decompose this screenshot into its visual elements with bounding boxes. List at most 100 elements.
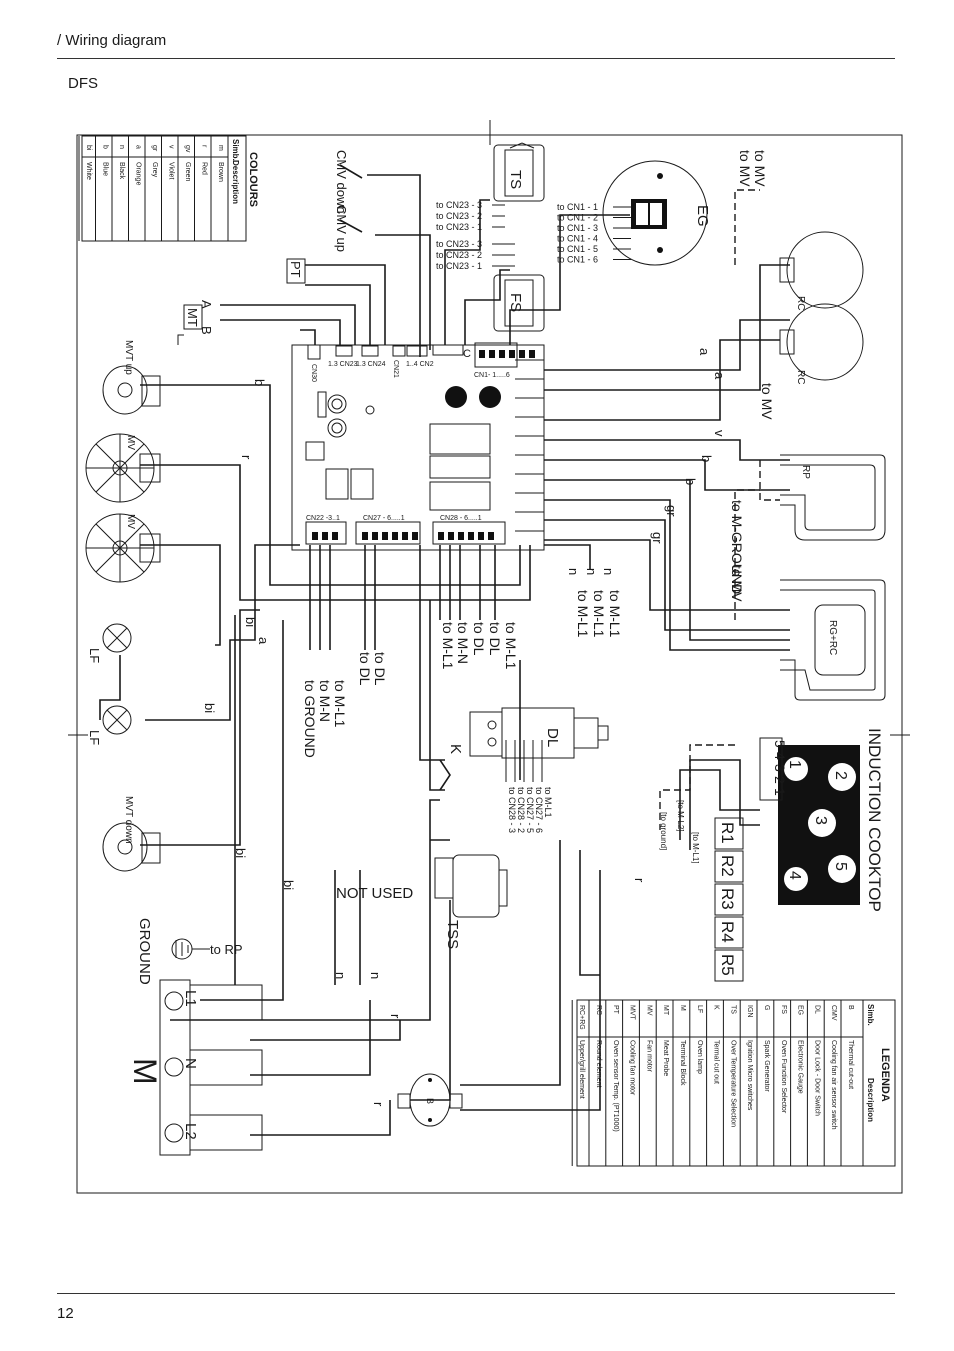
legend-symbol: IGN <box>746 1005 753 1017</box>
mvt-up-label: MVT up <box>123 340 134 375</box>
legend-symbol: RC <box>595 1005 602 1015</box>
bracket-to-m-l2: [to M-L2] <box>676 800 685 832</box>
resistor-r3: R3 <box>718 888 737 910</box>
wire-label: to CN1 - 6 <box>557 255 598 265</box>
legend-symbol: G <box>763 1005 770 1010</box>
thermal-cutout-k: K <box>439 744 464 791</box>
colour-symbol: r <box>201 145 208 148</box>
colour-symbol: gr <box>151 145 158 152</box>
cooktop-terminal: 1 <box>772 788 788 796</box>
to-dl-d: to DL <box>372 652 388 686</box>
lf-label-1: LF <box>87 648 102 663</box>
fan-mv-2: MV <box>85 513 161 583</box>
control-board: C CN30 1.3 CN23 1.3 CN24 CN21 1..4 CN2 C… <box>291 342 545 551</box>
diagram-frame <box>76 134 903 1194</box>
cn2-label: 1..4 CN2 <box>406 361 434 368</box>
terminal-block: L1 N L2 M <box>127 979 263 1156</box>
colour-symbol: m <box>217 145 224 151</box>
to-m-l1-d: to M-L1 <box>440 622 456 670</box>
colour-symbol: v <box>168 145 175 149</box>
legend-description: Fan motor <box>645 1040 652 1073</box>
page-number: 12 <box>57 1305 74 1322</box>
destination-labels: to MV to MV to MV to M-GROUND to MV to M… <box>302 150 775 864</box>
wire-label: to CN1 - 1 <box>557 202 598 212</box>
wire-label: to CN1 - 3 <box>557 223 598 233</box>
to-m-l1-f: to M-L1 <box>332 680 348 728</box>
rc-label-2: RC <box>795 370 806 384</box>
cn23-label: 1.3 CN23 <box>328 361 358 368</box>
pt-label: PT <box>288 261 303 278</box>
round-elements: RC RC <box>779 231 864 384</box>
cmv-switches: CMV down CMV up <box>334 150 363 252</box>
pt-sensor: PT <box>286 258 306 284</box>
wire-label: to CN23 - 3 <box>436 239 482 249</box>
wire-colour-letter: bi <box>281 880 296 890</box>
legend-symbol: PT <box>612 1005 619 1015</box>
wire-colour-letter: n <box>368 972 383 979</box>
cooktop-terminal: 2 <box>772 776 788 784</box>
colour-symbol: gv <box>184 145 191 153</box>
wire-label: to CN23 - 2 <box>436 211 482 221</box>
legend-description: Termal cut out <box>713 1040 720 1084</box>
mv-label-2: MV <box>125 514 136 529</box>
legend-description: Upper/grill element <box>578 1040 585 1099</box>
ts-label: TS <box>507 170 524 189</box>
cn28-label: CN28 - 6.....1 <box>440 515 482 522</box>
ts-selector: TS <box>493 142 545 202</box>
colour-description: Red <box>201 162 208 175</box>
zone-1: 1 <box>786 760 803 769</box>
not-used-label: NOT USED <box>336 885 413 902</box>
cn27-label: CN27 - 6.....1 <box>363 515 405 522</box>
wires <box>99 174 790 1136</box>
colours-table: COLOURS Simb. Description mBrownrRedgvGr… <box>78 135 259 242</box>
ground-symbol: to RP GROUND <box>136 918 243 985</box>
to-m-l1-c: to M-L1 <box>607 590 623 638</box>
mv-label-1: MV <box>125 435 136 450</box>
colour-description: Black <box>118 162 125 180</box>
to-mv-label-2: to MV <box>752 150 768 187</box>
colour-description: White <box>85 162 92 180</box>
eg-label: EG <box>694 205 711 227</box>
legend-symbol: MVT <box>629 1005 636 1021</box>
colour-symbol: n <box>118 145 125 149</box>
legend-description: Oven lamp <box>696 1040 703 1074</box>
mt-a-label: A <box>199 300 214 309</box>
legend-symbol: K <box>713 1005 720 1010</box>
cn22-label: CN22 -3..1 <box>306 515 340 522</box>
resistor-r4: R4 <box>718 921 737 943</box>
legend-symbol: TS <box>729 1005 736 1014</box>
legend-description: Thermal cut-out <box>847 1040 854 1089</box>
dl-wire-label: to CN27 - 6 <box>534 787 544 833</box>
rp-label: RP <box>800 465 811 479</box>
n-label: N <box>182 1058 199 1069</box>
l1-label: L1 <box>182 990 199 1007</box>
wire-label: to CN23 - 1 <box>436 222 482 232</box>
wire-colour-letter: n <box>584 568 599 575</box>
colour-description: Violet <box>168 162 175 179</box>
wire-colour-letter: b <box>683 478 698 485</box>
model-subtitle: DFS <box>68 75 98 92</box>
wire-label: to CN1 - 4 <box>557 234 598 244</box>
to-rp-label: to RP <box>210 942 243 957</box>
wire-colour-letter: v <box>712 430 727 437</box>
to-mv-label-3: to MV <box>759 383 775 420</box>
wire-colour-letter: a <box>697 348 712 356</box>
door-lock: DL <box>469 707 609 759</box>
wire-colour-letter: a <box>256 637 271 645</box>
legend-symbol: CMV <box>830 1005 837 1021</box>
ground-label: GROUND <box>136 918 153 985</box>
wire-colour-letter: bi <box>243 617 258 627</box>
fs-label: FS <box>507 293 524 312</box>
zone-2: 2 <box>832 771 849 780</box>
wire-label: to CN1 - 2 <box>557 213 598 223</box>
legend-description: Electronic Gauge <box>797 1040 804 1094</box>
to-ground-label: to GROUND <box>302 680 318 758</box>
colour-description: Orange <box>135 162 142 185</box>
legend-description: Over Temperature Selection <box>729 1040 736 1127</box>
legend-description: Door Lock - Door Switch <box>813 1040 820 1116</box>
wire-colour-letter: b <box>699 455 714 462</box>
